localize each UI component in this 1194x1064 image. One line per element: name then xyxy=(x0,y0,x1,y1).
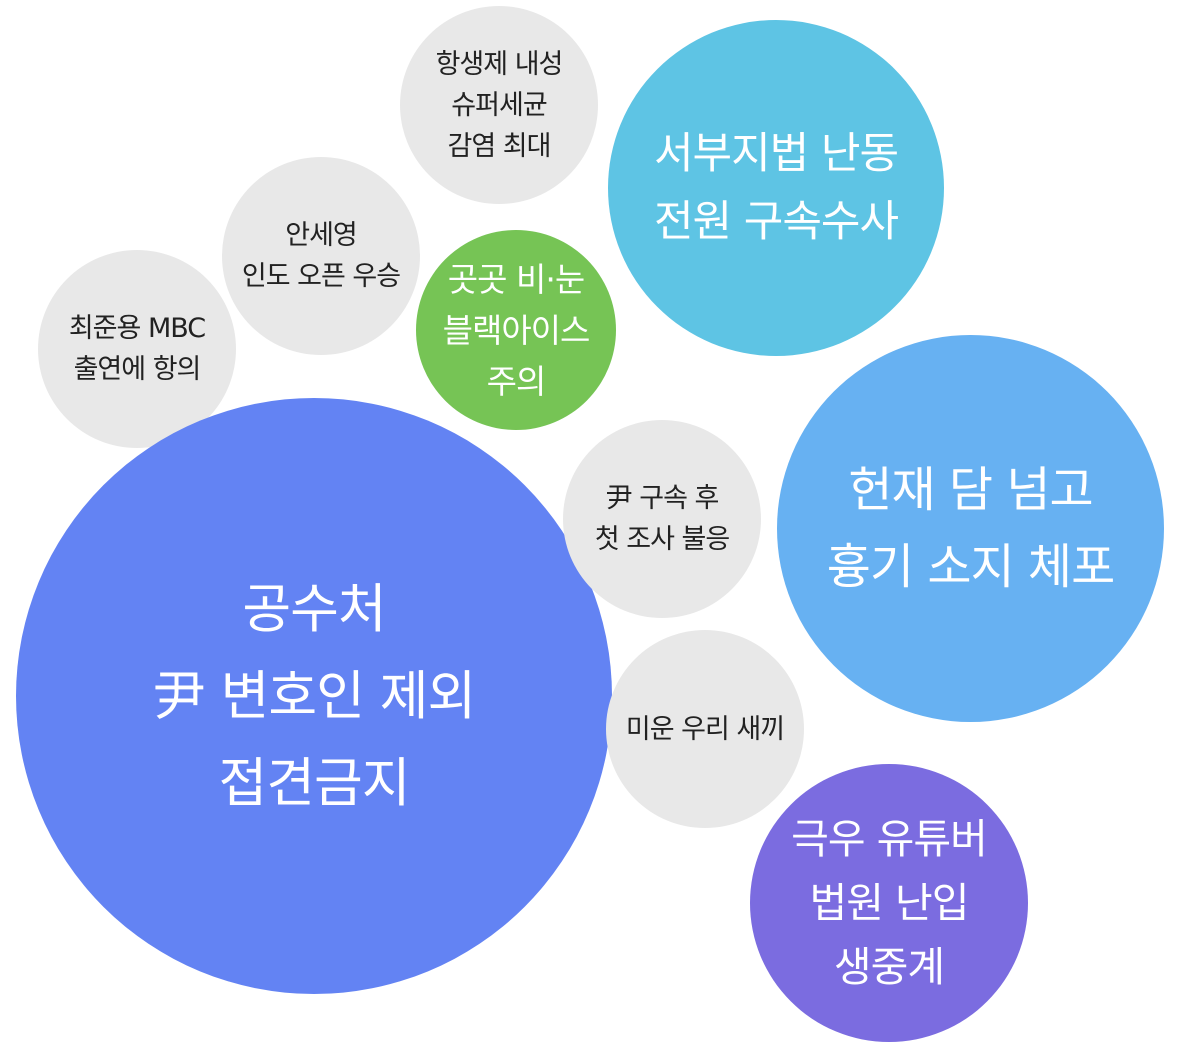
bubble-yoon-refuses-questioning[interactable]: 尹 구속 후 첫 조사 불응 xyxy=(563,420,761,618)
bubble-label: 최준용 MBC 출연에 항의 xyxy=(68,313,206,385)
bubble-rain-snow-black-ice[interactable]: 곳곳 비·눈 블랙아이스 주의 xyxy=(416,230,616,430)
bubble-label: 헌재 담 넘고 흉기 소지 체포 xyxy=(826,461,1115,595)
bubble-choi-junyong[interactable]: 최준용 MBC 출연에 항의 xyxy=(38,250,236,448)
bubble-label: 공수처 尹 변호인 제외 접견금지 xyxy=(152,578,476,814)
bubble-my-little-old-boy[interactable]: 미운 우리 새끼 xyxy=(606,630,804,828)
bubble-label: 곳곳 비·눈 블랙아이스 주의 xyxy=(442,259,591,401)
bubble-label: 尹 구속 후 첫 조사 불응 xyxy=(594,483,730,555)
bubble-label: 미운 우리 새끼 xyxy=(625,713,785,745)
bubble-label: 극우 유튜버 법원 난입 생중계 xyxy=(791,815,988,991)
bubble-far-right-youtuber[interactable]: 극우 유튜버 법원 난입 생중계 xyxy=(750,764,1028,1042)
bubble-cio-visit-ban[interactable]: 공수처 尹 변호인 제외 접견금지 xyxy=(16,398,612,994)
bubble-western-court-riot[interactable]: 서부지법 난동 전원 구속수사 xyxy=(608,20,944,356)
bubble-label: 안세영 인도 오픈 우승 xyxy=(241,220,401,292)
bubble-label: 서부지법 난동 전원 구속수사 xyxy=(653,129,899,247)
bubble-antibiotic-resistance[interactable]: 항생제 내성 슈퍼세균 감염 최대 xyxy=(400,6,598,204)
bubble-constitutional-court-arrest[interactable]: 헌재 담 넘고 흉기 소지 체포 xyxy=(777,335,1164,722)
bubble-an-seyoung[interactable]: 안세영 인도 오픈 우승 xyxy=(222,157,420,355)
bubble-label: 항생제 내성 슈퍼세균 감염 최대 xyxy=(435,48,564,162)
